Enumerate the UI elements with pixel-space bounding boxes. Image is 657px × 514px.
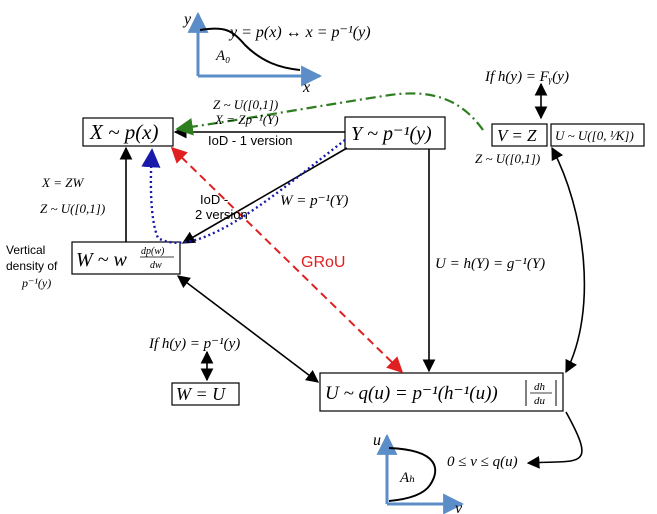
label-v-range: 0 ≤ v ≤ q(u)	[447, 454, 518, 470]
label-vertical-line3: p⁻¹(y)	[21, 276, 51, 290]
label-vertical-line1: Vertical	[6, 243, 45, 257]
svg-text:W = U: W = U	[176, 384, 226, 404]
arrow-w-u-bidir	[176, 275, 320, 383]
node-x-px: X ~ p(x)	[82, 117, 174, 147]
node-w-eq-u: W = U	[171, 382, 240, 406]
arrow-green-vz-to-x	[175, 92, 484, 136]
label-grou: GRoU	[301, 254, 345, 271]
bottom-region-plot: u v Aₕ	[373, 432, 465, 514]
arrow-u-to-range	[526, 411, 583, 469]
svg-text:dw: dw	[150, 260, 162, 271]
bottom-plot-curve	[388, 447, 437, 502]
top-plot-x-label: x	[302, 79, 310, 96]
node-v-eq-z: V = Z	[491, 123, 548, 147]
label-if-h-fy: If h(y) = Fᵧ(y)	[484, 69, 569, 85]
svg-text:Y ~ p⁻¹(y): Y ~ p⁻¹(y)	[351, 123, 432, 145]
arrow-vz-u-bidir	[551, 146, 586, 374]
svg-text:X ~ p(x): X ~ p(x)	[89, 120, 159, 144]
arrow-red-grou	[170, 146, 404, 374]
svg-text:W ~ w: W ~ w	[76, 249, 127, 271]
svg-text:V = Z: V = Z	[497, 126, 537, 145]
svg-text:U ~ q(u) = p⁻¹(h⁻¹(u)): U ~ q(u) = p⁻¹(h⁻¹(u))	[325, 383, 498, 404]
label-iod1: IoD - 1 version	[208, 133, 293, 148]
label-x-zw: X = ZW	[41, 175, 84, 190]
svg-text:dp(w): dp(w)	[141, 246, 165, 257]
label-u-hy: U = h(Y) = g⁻¹(Y)	[435, 256, 545, 272]
node-u-q: U ~ q(u) = p⁻¹(h⁻¹(u)) dh du	[319, 372, 564, 412]
bottom-plot-area-label: Aₕ	[399, 470, 416, 486]
bottom-plot-u-label: u	[373, 432, 381, 449]
label-x-zpinv: X = Zp⁻¹(Y)	[214, 112, 279, 127]
label-iod2-line2: 2 version	[195, 207, 248, 222]
arrow-blue-iod2	[141, 139, 346, 244]
label-w-pinv: W = p⁻¹(Y)	[280, 193, 348, 209]
label-z-unif-left: Z ~ U([0,1])	[40, 201, 105, 216]
top-plot-area-label: A₀	[215, 48, 230, 64]
bottom-plot-v-label: v	[455, 500, 463, 514]
label-iod2-line1: IoD -	[200, 192, 228, 207]
label-z-unif-top: Z ~ U([0,1])	[213, 97, 278, 112]
svg-text:dh: dh	[534, 381, 546, 393]
node-u-unif: U ~ U([0, ¹⁄K])	[550, 123, 645, 147]
top-plot-curve	[199, 27, 301, 71]
label-z-unif-right: Z ~ U([0,1])	[475, 151, 540, 166]
svg-text:du: du	[534, 395, 546, 407]
label-vertical-line2: density of	[6, 259, 58, 273]
top-density-plot: y x A₀ y = p(x) ↔ x = p⁻¹(y)	[182, 11, 371, 96]
top-plot-y-label: y	[182, 11, 192, 28]
node-w: W ~ w dp(w) dw	[71, 241, 181, 275]
label-if-h-pinv: If h(y) = p⁻¹(y)	[148, 336, 240, 352]
svg-text:U ~ U([0, ¹⁄K]): U ~ U([0, ¹⁄K])	[555, 128, 634, 143]
node-y-pinv: Y ~ p⁻¹(y)	[344, 116, 446, 150]
top-plot-equation: y = p(x) ↔ x = p⁻¹(y)	[228, 24, 371, 41]
